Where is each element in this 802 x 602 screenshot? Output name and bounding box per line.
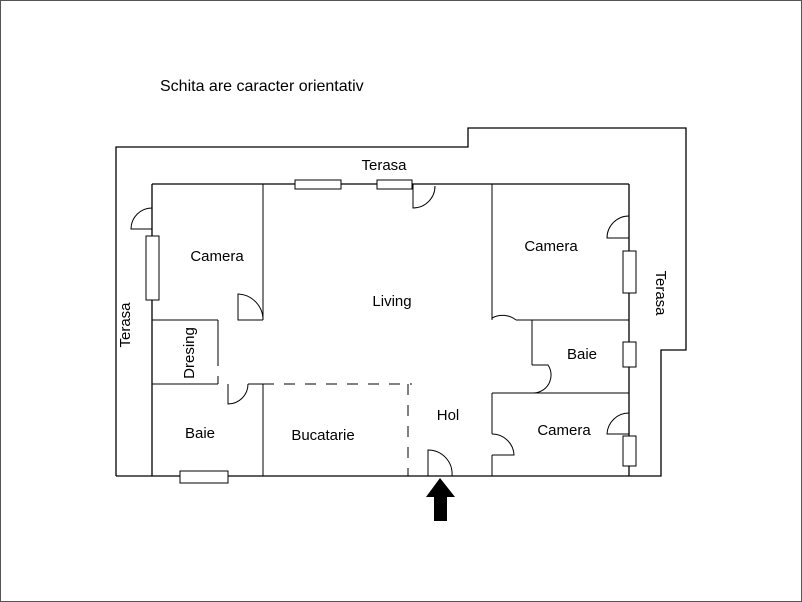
label-baie-left: Baie <box>185 425 215 442</box>
door-camera-rb-terrace <box>606 412 630 435</box>
window-baie-left <box>179 470 229 484</box>
label-terasa-top: Terasa <box>361 157 407 174</box>
label-dresing: Dresing <box>181 327 198 379</box>
door-camera-right <box>491 294 517 321</box>
window-baie-right <box>622 341 637 368</box>
label-bucatarie: Bucatarie <box>291 427 354 444</box>
window-camera-left <box>145 235 160 301</box>
window-camera-rb <box>622 435 637 467</box>
door-camera-left-inner <box>237 293 264 321</box>
door-baie-right <box>531 364 552 394</box>
label-camera-left: Camera <box>190 248 244 265</box>
label-terasa-left: Terasa <box>117 302 134 348</box>
window-top-2 <box>376 179 413 190</box>
window-top-1 <box>294 179 342 190</box>
label-baie-right: Baie <box>567 346 597 363</box>
label-living: Living <box>372 293 411 310</box>
label-hol: Hol <box>437 407 460 424</box>
label-camera-right-bottom: Camera <box>537 422 591 439</box>
label-camera-right-top: Camera <box>524 238 578 255</box>
door-baie-left <box>227 383 249 405</box>
door-terrace <box>412 184 436 209</box>
door-entrance <box>427 449 453 477</box>
door-camera-left <box>130 207 153 230</box>
door-camera-right-terrace <box>606 215 630 239</box>
terrace-boundary <box>115 127 687 477</box>
label-terasa-right: Terasa <box>652 270 669 316</box>
disclaimer-note: Schita are caracter orientativ <box>160 78 364 95</box>
entrance-arrow-icon <box>426 478 455 521</box>
window-camera-right <box>622 250 637 294</box>
door-camera-rb <box>491 433 515 456</box>
